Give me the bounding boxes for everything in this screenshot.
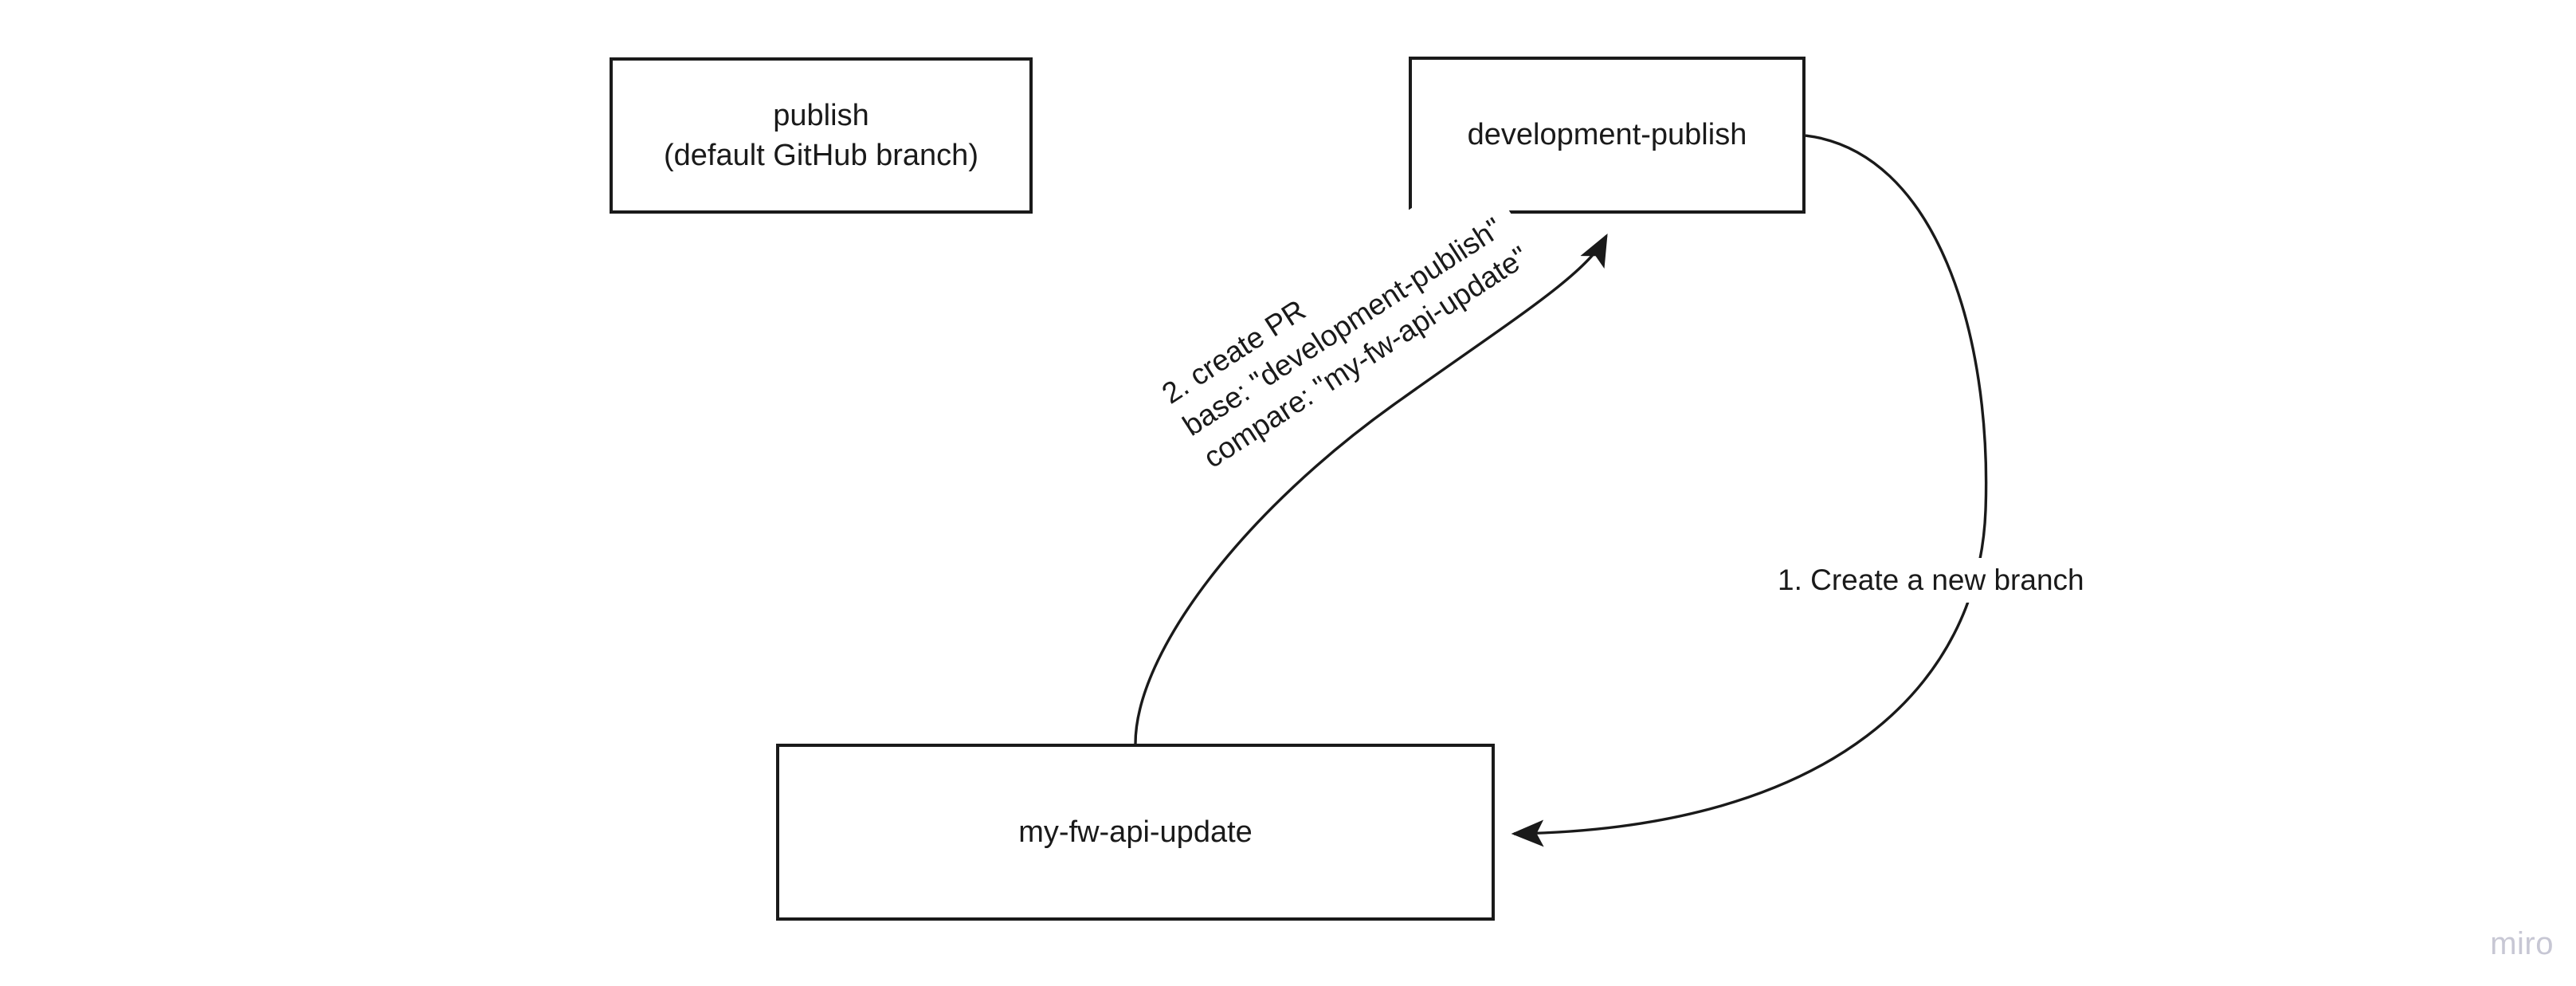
- node-development-publish-label: development-publish: [1467, 118, 1747, 152]
- node-my-fw-api-update-label: my-fw-api-update: [1018, 815, 1253, 849]
- edge-label-create-pr[interactable]: 2. create PR base: "development-publish"…: [1144, 164, 1547, 487]
- node-publish[interactable]: publish (default GitHub branch): [610, 57, 1033, 214]
- node-my-fw-api-update[interactable]: my-fw-api-update: [776, 744, 1495, 921]
- node-publish-label: publish (default GitHub branch): [664, 98, 978, 172]
- edge-create-branch-path: [1511, 134, 1988, 847]
- edge-label-create-branch[interactable]: 1. Create a new branch: [1770, 558, 2092, 603]
- miro-watermark: miro: [2490, 926, 2554, 961]
